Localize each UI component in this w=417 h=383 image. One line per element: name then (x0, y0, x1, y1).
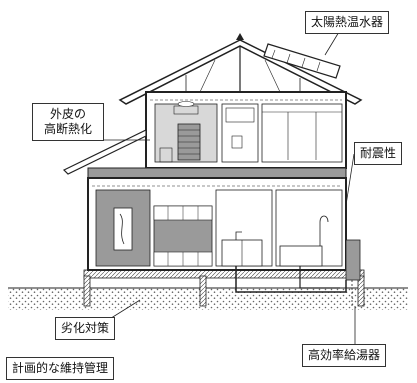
exterior-insulation-label: 外皮の 高断熱化 (32, 103, 104, 141)
efficient-water-heater-label: 高効率給湯器 (302, 344, 387, 367)
upper-room-right (261, 103, 343, 163)
exterior-insulation-line2: 高断熱化 (43, 122, 92, 136)
ground-gravel (8, 288, 408, 310)
upper-room-middle (221, 103, 259, 163)
earthquake-resistance-label: 耐震性 (354, 142, 403, 165)
foundation-right (357, 275, 365, 307)
foundation-mid (199, 275, 207, 307)
solar-panel (263, 43, 341, 79)
solar-water-heater-label: 太陽熱温水器 (305, 11, 390, 34)
lower-roof (62, 129, 147, 175)
foundation-left (83, 275, 91, 307)
mid-floor-slab (87, 167, 347, 179)
deterioration-measures-label: 劣化対策 (55, 317, 116, 340)
foundation-slab (83, 269, 365, 279)
water-heater-unit (345, 239, 361, 281)
exterior-insulation-line1: 外皮の (49, 107, 86, 121)
planned-maintenance-label: 計画的な維持管理 (6, 357, 115, 380)
hanging-scroll (113, 207, 133, 251)
bathtub (279, 245, 323, 267)
